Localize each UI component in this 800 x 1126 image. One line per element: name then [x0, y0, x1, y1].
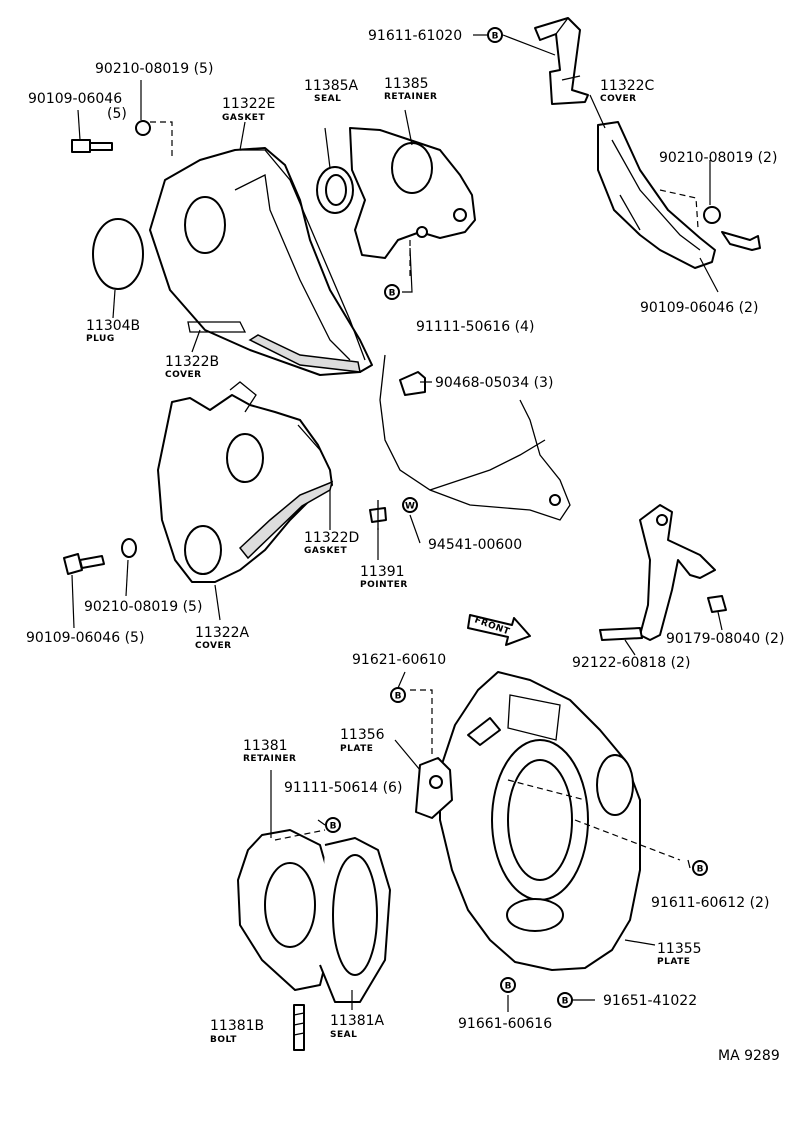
- label-94541-00600: 94541-00600: [428, 537, 522, 553]
- label-11322b: 11322B: [165, 354, 219, 370]
- pointer-drawing: [369, 500, 387, 530]
- cover-11322c-drawing: [597, 121, 761, 269]
- bolt-11381b-drawing: [293, 1004, 305, 1051]
- marker-b-3: B: [390, 687, 406, 703]
- label-11356: 11356: [340, 727, 385, 743]
- label-11356-sub: PLATE: [340, 744, 373, 754]
- bolt-lower-left-drawing: [63, 538, 137, 575]
- label-11322e: 11322E: [222, 96, 275, 112]
- label-91661-60616: 91661-60616: [458, 1016, 552, 1032]
- label-90210-08019-left: 90210-08019 (5): [84, 599, 202, 615]
- label-11355-sub: PLATE: [657, 957, 690, 967]
- plate-11356-drawing: [410, 689, 453, 819]
- label-11391: 11391: [360, 564, 405, 580]
- label-11304b-sub: PLUG: [86, 334, 115, 344]
- plate-11355-drawing: [439, 671, 681, 971]
- label-11385: 11385: [384, 76, 429, 92]
- label-11322d-sub: GASKET: [304, 546, 347, 556]
- reference-code: MA 9289: [718, 1048, 780, 1064]
- upper-bracket-drawing: [534, 17, 589, 105]
- label-11385a: 11385A: [304, 78, 359, 94]
- label-11322e-sub: GASKET: [222, 113, 265, 123]
- marker-b-4: B: [325, 817, 341, 833]
- label-11322a: 11322A: [195, 625, 250, 641]
- marker-b-text: B: [492, 32, 499, 42]
- label-92122-60818: 92122-60818 (2): [572, 655, 690, 671]
- label-90109-06046-right: 90109-06046 (2): [640, 300, 758, 316]
- leader-lines: [71, 34, 723, 1012]
- retainer-11381-drawing: [237, 829, 391, 1003]
- bolt-top-left-drawing: [71, 120, 173, 160]
- marker-b-text: B: [395, 692, 402, 702]
- label-90109-06046-top-qty: (5): [107, 106, 127, 122]
- seal-11385a-drawing: [316, 166, 354, 214]
- label-91621-60610: 91621-60610: [352, 652, 446, 668]
- label-11385a-sub: SEAL: [314, 94, 341, 104]
- label-11322c-sub: COVER: [600, 94, 637, 104]
- label-11381a: 11381A: [330, 1013, 385, 1029]
- label-91111-50614: 91111-50614 (6): [284, 780, 402, 796]
- lower-cover-drawing: [157, 381, 334, 583]
- marker-b-text: B: [697, 865, 704, 875]
- marker-b-1: B: [487, 27, 503, 43]
- label-11381b-sub: BOLT: [210, 1035, 237, 1045]
- label-91611-60612: 91611-60612 (2): [651, 895, 769, 911]
- upper-cover-drawing: [149, 147, 373, 376]
- label-11381b: 11381B: [210, 1018, 264, 1034]
- label-11355: 11355: [657, 941, 702, 957]
- label-90468-05034: 90468-05034 (3): [435, 375, 553, 391]
- front-arrow: [467, 614, 531, 646]
- label-11304b: 11304B: [86, 318, 140, 334]
- marker-b-2: B: [384, 284, 400, 300]
- label-90210-08019-top: 90210-08019 (5): [95, 61, 213, 77]
- bracket-right-drawing: [599, 504, 727, 641]
- retainer-11385-drawing: [349, 127, 476, 280]
- label-11322b-sub: COVER: [165, 370, 202, 380]
- label-11385-sub: RETAINER: [384, 92, 437, 102]
- marker-b-6: B: [557, 992, 573, 1008]
- label-91651-41022: 91651-41022: [603, 993, 697, 1009]
- label-91611-61020: 91611-61020: [368, 28, 462, 44]
- label-11391-sub: POINTER: [360, 580, 408, 590]
- marker-b-text: B: [562, 997, 569, 1007]
- marker-b-text: B: [330, 822, 337, 832]
- label-11381-sub: RETAINER: [243, 754, 296, 764]
- engine-block-drawing: [379, 354, 571, 521]
- label-11322a-sub: COVER: [195, 641, 232, 651]
- plug-drawing: [92, 218, 144, 290]
- marker-b-text: B: [389, 289, 396, 299]
- marker-b-text: B: [505, 982, 512, 992]
- label-11381: 11381: [243, 738, 288, 754]
- marker-w: W: [402, 497, 418, 513]
- marker-b-7: B: [500, 977, 516, 993]
- marker-w-text: W: [405, 502, 415, 512]
- label-91111-50616: 91111-50616 (4): [416, 319, 534, 335]
- label-90179-08040: 90179-08040 (2): [666, 631, 784, 647]
- label-90109-06046-left: 90109-06046 (5): [26, 630, 144, 646]
- label-11322c: 11322C: [600, 78, 655, 94]
- marker-b-5: B: [692, 860, 708, 876]
- label-11322d: 11322D: [304, 530, 359, 546]
- label-90109-06046-top: 90109-06046: [28, 91, 122, 107]
- label-90210-08019-right: 90210-08019 (2): [659, 150, 777, 166]
- label-11381a-sub: SEAL: [330, 1030, 357, 1040]
